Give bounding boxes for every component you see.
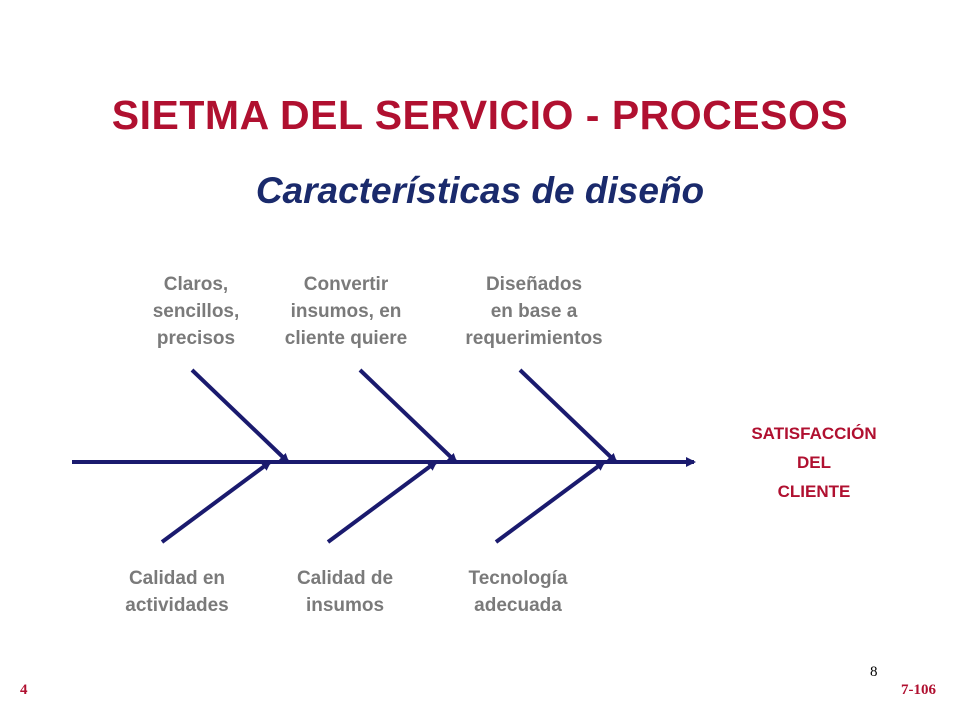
cause-label-bottom-3: Tecnología adecuada bbox=[468, 568, 568, 616]
cause-label-top-2: Convertir insumos, en cliente quiere bbox=[284, 274, 408, 349]
bottom-bone-1 bbox=[160, 460, 272, 544]
cause-label-top-3: Diseñados en base a requerimientos bbox=[465, 274, 603, 349]
bottom-bone-2 bbox=[326, 460, 438, 544]
top-bone-3 bbox=[518, 368, 618, 464]
slide-title: SIETMA DEL SERVICIO - PROCESOS bbox=[111, 92, 849, 138]
footer-left-number: 4 bbox=[20, 682, 28, 698]
slide-subtitle: Características de diseño bbox=[255, 170, 705, 211]
bottom-bone-3 bbox=[494, 460, 606, 544]
cause-label-top-1: Claros, sencillos, precisos bbox=[152, 274, 240, 349]
effect-label: SATISFACCIÓN DEL CLIENTE bbox=[751, 424, 877, 501]
footer-right-code: 7-106 bbox=[901, 682, 936, 698]
cause-label-bottom-1: Calidad en actividades bbox=[125, 568, 229, 616]
page-number: 8 bbox=[870, 664, 878, 680]
cause-label-bottom-2: Calidad de insumos bbox=[296, 568, 394, 616]
top-bone-1 bbox=[190, 368, 290, 464]
top-bone-2 bbox=[358, 368, 458, 464]
